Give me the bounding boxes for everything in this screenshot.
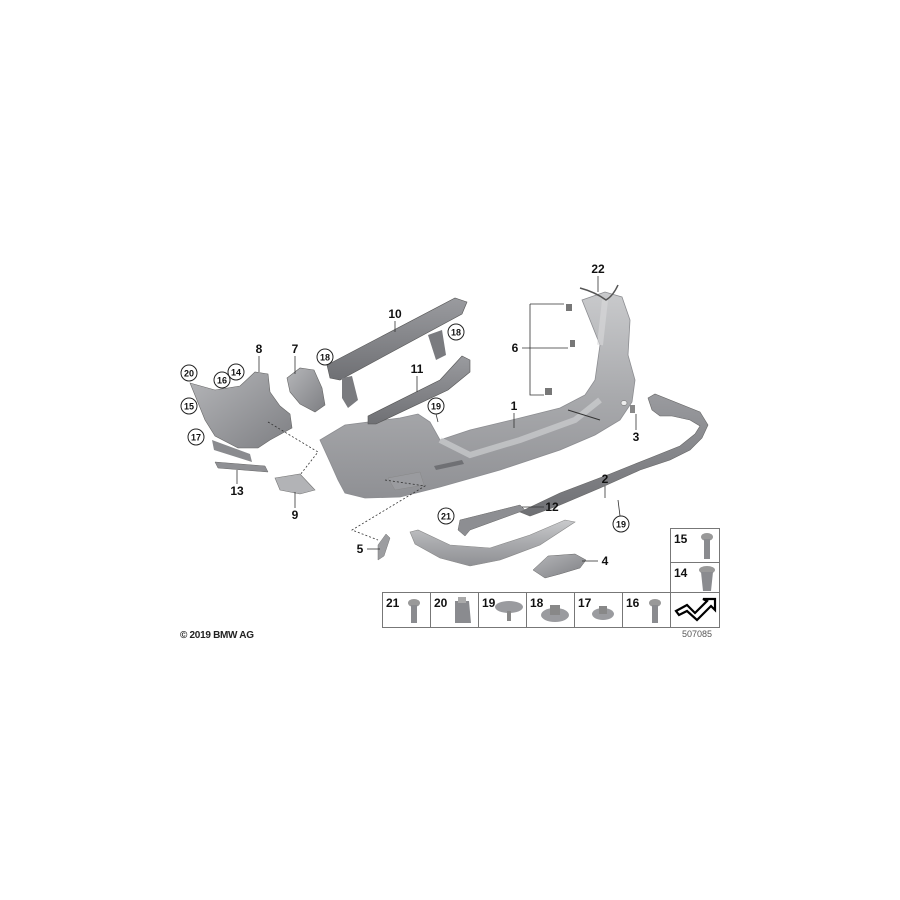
screw-icon	[649, 599, 661, 623]
screw-icon	[701, 533, 713, 559]
part-11-bracket	[367, 355, 471, 425]
part-4-bracket	[532, 553, 587, 579]
callout-1[interactable]: 1	[510, 399, 518, 413]
callout-13[interactable]: 13	[230, 484, 244, 498]
hardware-cell-21[interactable]: 21	[382, 592, 431, 628]
callout-19[interactable]: 19	[427, 397, 445, 415]
hardware-num: 15	[674, 532, 688, 546]
part-1-bumper-cover	[319, 291, 636, 499]
part-12-bracket	[457, 504, 526, 537]
assembly-lines	[267, 421, 427, 541]
part-10-carrier	[326, 297, 468, 408]
screw-icon	[408, 599, 420, 623]
part-9-cover	[274, 473, 316, 495]
part-13-strip	[214, 461, 269, 473]
part-7-bracket	[286, 367, 326, 413]
copyright-text: © 2019 BMW AG	[180, 630, 254, 641]
part-3-clip	[630, 405, 635, 413]
expansion-nut-icon	[699, 566, 715, 591]
callout-2[interactable]: 2	[601, 472, 609, 486]
hardware-num: 21	[386, 596, 400, 610]
callout-7[interactable]: 7	[291, 342, 299, 356]
hardware-num: 20	[434, 596, 448, 610]
callout-4[interactable]: 4	[601, 554, 609, 568]
callout-5[interactable]: 5	[356, 542, 364, 556]
hardware-num: 18	[530, 596, 544, 610]
diagram-id: 507085	[682, 629, 713, 639]
leader-lines	[236, 276, 637, 562]
callout-16[interactable]: 16	[213, 371, 231, 389]
callout-20[interactable]: 20	[180, 364, 198, 382]
callout-22[interactable]: 22	[591, 262, 605, 276]
callout-14[interactable]: 14	[227, 363, 245, 381]
callout-8[interactable]: 8	[255, 342, 263, 356]
hardware-cell-16[interactable]: 16	[622, 592, 671, 628]
nav-arrow-icon	[674, 597, 717, 622]
hardware-cell-20[interactable]: 20	[430, 592, 479, 628]
hardware-cell-18[interactable]: 18	[526, 592, 575, 628]
flange-nut-large-icon	[541, 605, 569, 622]
callout-18[interactable]: 18	[447, 323, 465, 341]
hardware-cell-19[interactable]: 19	[478, 592, 527, 628]
callout-9[interactable]: 9	[291, 508, 299, 522]
push-rivet-icon	[495, 601, 523, 621]
callout-6[interactable]: 6	[511, 341, 519, 355]
callout-21[interactable]: 21	[437, 507, 455, 525]
hardware-num: 19	[482, 596, 496, 610]
callout-15[interactable]: 15	[180, 397, 198, 415]
callout-12[interactable]: 12	[545, 500, 559, 514]
hardware-num: 17	[578, 596, 592, 610]
flange-nut-small-icon	[592, 606, 614, 620]
hardware-cell-arrow[interactable]	[670, 592, 720, 628]
clip-nut-icon	[455, 597, 471, 623]
callout-3[interactable]: 3	[632, 430, 640, 444]
hardware-cell-15[interactable]: 15	[670, 528, 720, 563]
part-22-trim-strip	[579, 284, 619, 301]
callout-17[interactable]: 17	[187, 428, 205, 446]
callout-11[interactable]: 11	[410, 362, 424, 376]
part-6-clips	[545, 304, 575, 395]
hardware-num: 16	[626, 596, 640, 610]
lower-trim-strip	[409, 519, 576, 567]
part-8-bracket	[189, 371, 293, 462]
callout-19[interactable]: 19	[612, 515, 630, 533]
callout-18[interactable]: 18	[316, 348, 334, 366]
hardware-cell-17[interactable]: 17	[574, 592, 623, 628]
part-5-reflector	[377, 533, 391, 561]
hardware-num: 14	[674, 566, 688, 580]
hardware-cell-14[interactable]: 14	[670, 562, 720, 593]
callout-10[interactable]: 10	[388, 307, 402, 321]
